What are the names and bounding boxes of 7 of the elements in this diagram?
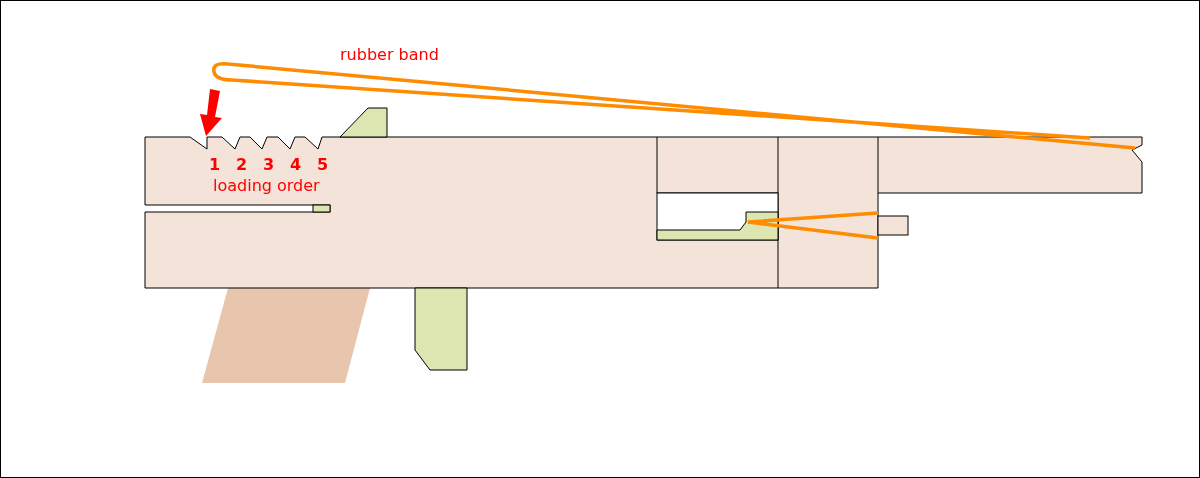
callout-number: 3 — [263, 157, 275, 173]
callout-number: 1 — [209, 157, 221, 173]
callout-number: 2 — [236, 157, 248, 173]
label-text: rubber band — [340, 47, 439, 63]
label-text: loading order — [213, 178, 320, 194]
callout-number: 4 — [290, 157, 302, 173]
callout-number: 5 — [317, 157, 329, 173]
